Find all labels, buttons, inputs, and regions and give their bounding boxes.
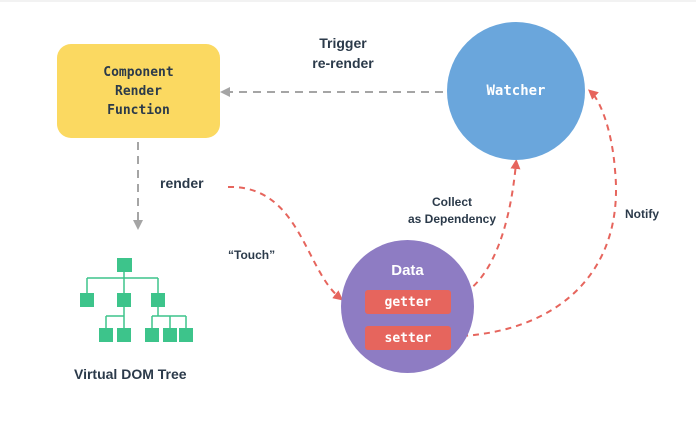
component-line-1: Component (103, 64, 174, 80)
collect-line-1: Collect (431, 195, 472, 209)
data-title: Data (391, 262, 424, 279)
component-line-2: Render (115, 83, 162, 99)
tree-node (99, 328, 113, 342)
render-label: render (160, 175, 204, 191)
trigger-line-1: Trigger (319, 35, 367, 51)
component-line-3: Function (107, 102, 170, 118)
touch-arrow (227, 185, 344, 301)
tree-node (151, 293, 165, 307)
tree-node (117, 258, 132, 272)
virtual-dom-tree-label: Virtual DOM Tree (74, 366, 187, 382)
tree-node (163, 328, 177, 342)
tree-node (80, 293, 94, 307)
trigger-line-2: re-render (312, 55, 374, 71)
virtual-dom-tree-icon (80, 258, 193, 342)
tree-node (145, 328, 159, 342)
getter-pill: getter (365, 290, 451, 314)
tree-node (179, 328, 193, 342)
notify-arrow (461, 89, 617, 337)
setter-pill: setter (365, 326, 451, 350)
collect-dependency-label: Collect as Dependency (400, 194, 504, 228)
collect-line-2: as Dependency (407, 212, 497, 226)
component-render-function-node: Component Render Function (57, 44, 220, 138)
tree-node (117, 293, 131, 307)
trigger-rerender-label: Trigger re-render (283, 33, 403, 73)
watcher-label: Watcher (486, 83, 546, 99)
tree-node (117, 328, 131, 342)
watcher-node: Watcher (447, 22, 585, 160)
top-divider (0, 0, 696, 2)
touch-label: “Touch” (228, 248, 276, 262)
data-node: Data getter setter (341, 240, 474, 373)
notify-label: Notify (625, 207, 659, 221)
